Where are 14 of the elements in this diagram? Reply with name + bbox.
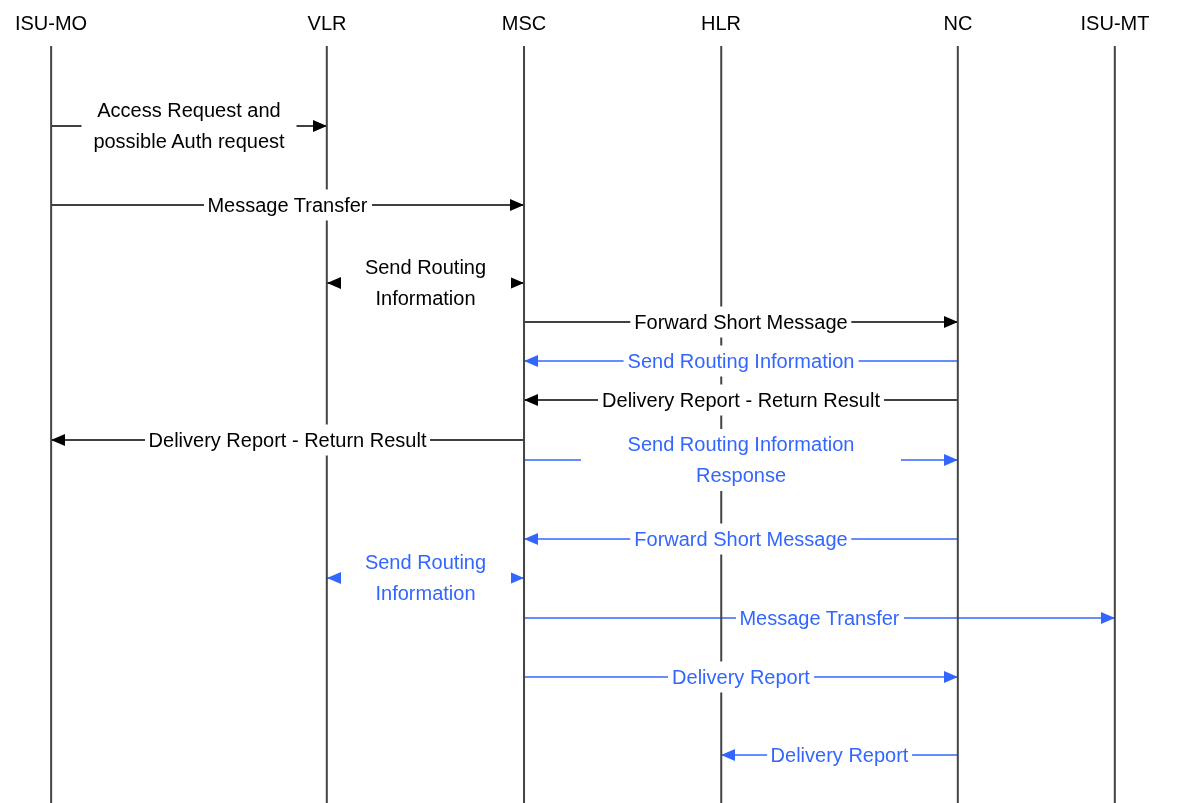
edge-label: Send Routing Information Response <box>581 429 901 491</box>
participant-label: ISU-MO <box>13 11 89 36</box>
edge-label: Message Transfer <box>203 189 372 221</box>
edge-label: Forward Short Message <box>630 523 852 555</box>
edge-label: Forward Short Message <box>630 306 852 338</box>
participant-label: NC <box>942 11 974 36</box>
participant-label: MSC <box>500 11 548 36</box>
participant-label: ISU-MT <box>1079 11 1151 36</box>
edge-label: Delivery Report <box>668 661 814 693</box>
edge-label: Send Routing Information <box>623 345 859 377</box>
edge-label: Delivery Report - Return Result <box>598 384 884 416</box>
edge-label: Delivery Report - Return Result <box>144 424 431 456</box>
participant-label: VLR <box>306 11 348 36</box>
participant-label: HLR <box>700 11 742 36</box>
